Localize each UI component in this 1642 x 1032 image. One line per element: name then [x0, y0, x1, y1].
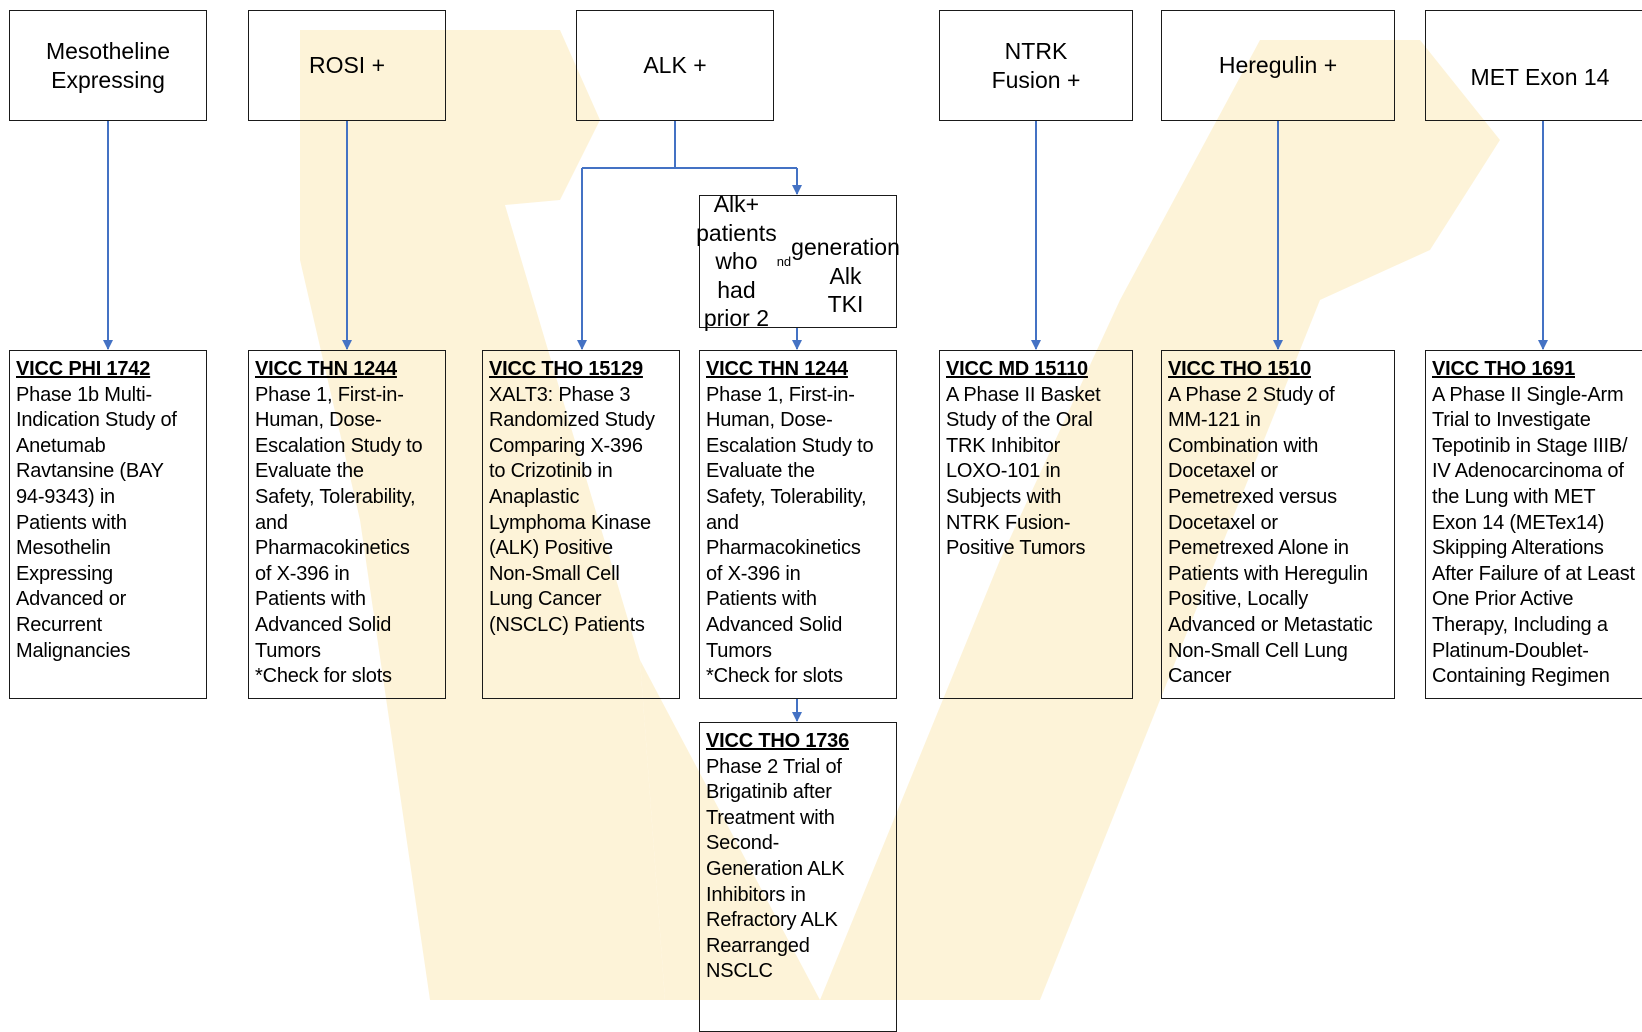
trial-id-link[interactable]: VICC PHI 1742 [16, 358, 151, 380]
watermark-v-center-icon [640, 660, 820, 1000]
trial-box-tho1510: VICC THO 1510 A Phase 2 Study of MM-121 … [1161, 350, 1395, 699]
alk-prior-text: Alk+ patients who had prior 2 [696, 191, 777, 332]
trial-description: A Phase II Basket Study of the Oral TRK … [946, 383, 1101, 560]
trial-box-thn1244-rosi: VICC THN 1244 Phase 1, First-in- Human, … [248, 350, 446, 699]
trial-description: Phase 2 Trial of Brigatinib after Treatm… [706, 755, 845, 983]
trial-description: A Phase II Single-Arm Trial to Investiga… [1432, 383, 1635, 688]
trial-description: Phase 1, First-in- Human, Dose- Escalati… [255, 383, 423, 688]
header-mesothelin-expressing: Mesotheline Expressing [9, 10, 207, 121]
header-alk: ALK + [576, 10, 774, 121]
trial-box-tho1691: VICC THO 1691 A Phase II Single-Arm Tria… [1425, 350, 1642, 699]
header-met-exon-14: MET Exon 14 [1425, 10, 1642, 121]
trial-id-link[interactable]: VICC THO 1691 [1432, 358, 1576, 380]
trial-box-md15110: VICC MD 15110 A Phase II Basket Study of… [939, 350, 1133, 699]
trial-description: A Phase 2 Study of MM-121 in Combination… [1168, 383, 1373, 688]
watermark-v-right-icon [820, 40, 1500, 1000]
trial-id-link[interactable]: VICC THN 1244 [706, 358, 848, 380]
alk-prior-text-cont: generation Alk TKI [791, 234, 900, 317]
trial-id-link[interactable]: VICC THO 15129 [489, 358, 643, 380]
header-rosi: ROSI + [248, 10, 446, 121]
trial-box-phi1742: VICC PHI 1742 Phase 1b Multi- Indication… [9, 350, 207, 699]
trial-box-thn1244-alk: VICC THN 1244 Phase 1, First-in- Human, … [699, 350, 897, 699]
trial-description: Phase 1, First-in- Human, Dose- Escalati… [706, 383, 874, 688]
trial-box-tho15129: VICC THO 15129 XALT3: Phase 3 Randomized… [482, 350, 680, 699]
trial-description: XALT3: Phase 3 Randomized Study Comparin… [489, 383, 655, 636]
header-heregulin: Heregulin + [1161, 10, 1395, 121]
trial-description: Phase 1b Multi- Indication Study of Anet… [16, 383, 177, 662]
trial-id-link[interactable]: VICC MD 15110 [946, 358, 1088, 380]
header-ntrk-fusion: NTRK Fusion + [939, 10, 1133, 121]
trial-id-link[interactable]: VICC THO 1510 [1168, 358, 1312, 380]
trial-id-link[interactable]: VICC THN 1244 [255, 358, 397, 380]
trial-box-tho1736: VICC THO 1736 Phase 2 Trial of Brigatini… [699, 722, 897, 1032]
trial-id-link[interactable]: VICC THO 1736 [706, 730, 850, 752]
